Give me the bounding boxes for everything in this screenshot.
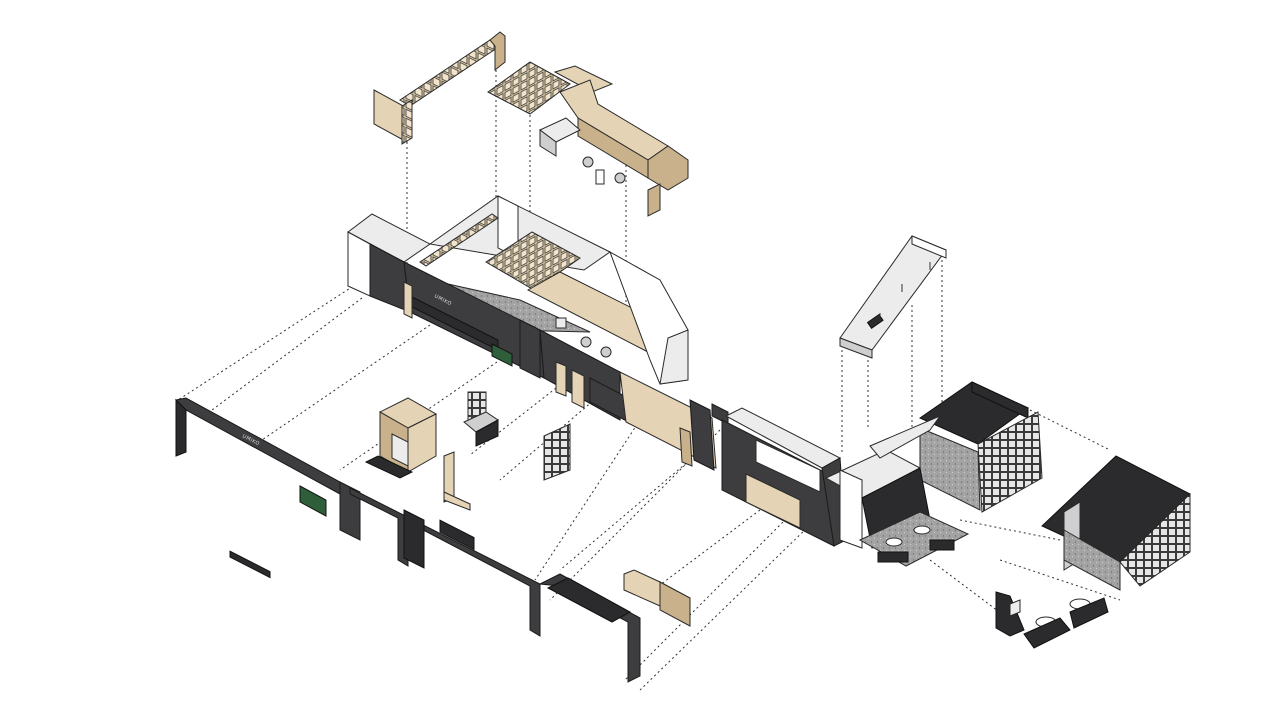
main-kiosk-assembled: UMIKO <box>347 195 729 551</box>
entrance-canopy <box>839 235 947 359</box>
exploded-seating-set <box>995 591 1109 649</box>
terrace-seating <box>877 525 955 563</box>
exploded-menu-board <box>543 423 571 481</box>
terrace-structure <box>824 381 1043 567</box>
exploded-shelf-unit <box>463 391 499 447</box>
ceiling-lattice-panel <box>373 31 506 145</box>
exploded-cabinet <box>364 397 438 479</box>
exploded-pavilion <box>1041 455 1191 591</box>
exploded-counter-top-assembly <box>487 61 689 217</box>
signage-panel <box>439 519 475 551</box>
front-facade-wall: UMIKO <box>174 397 641 683</box>
facade-menu-screen <box>299 485 327 517</box>
exploded-partition <box>443 451 471 511</box>
menu-screen <box>491 343 513 367</box>
exploded-service-counter <box>623 569 691 627</box>
